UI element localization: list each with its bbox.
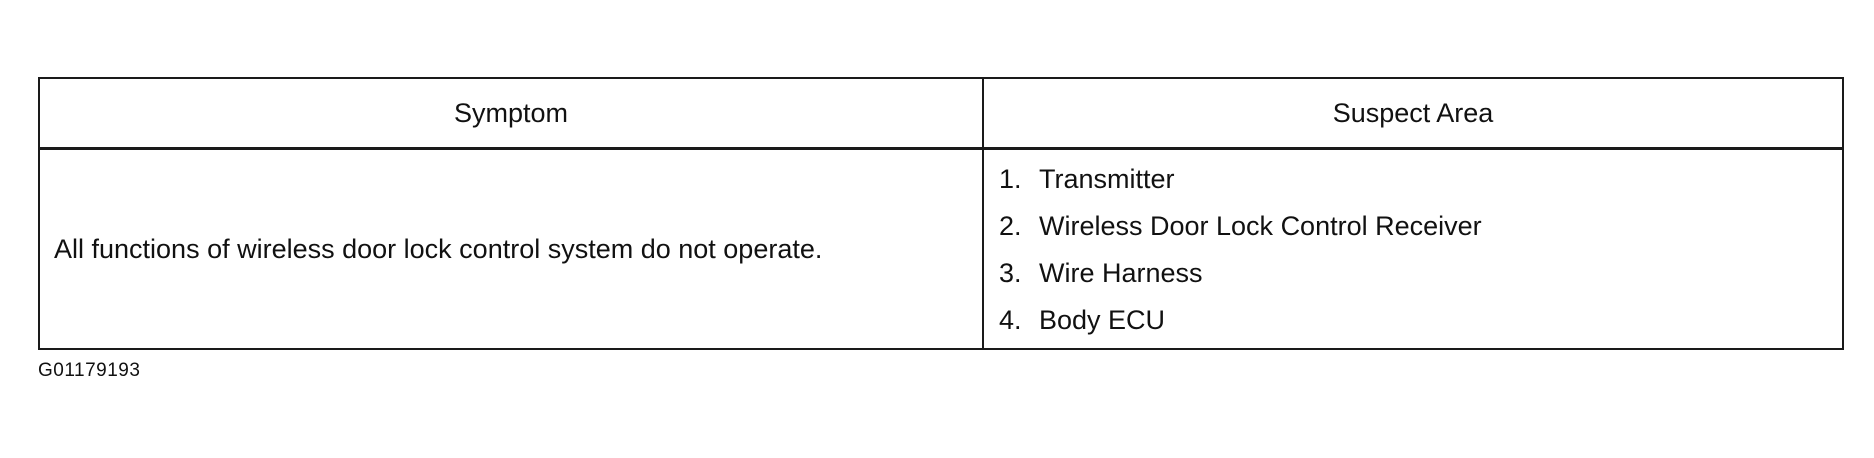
suspect-area-number: 4. bbox=[999, 305, 1022, 335]
symptom-cell: All functions of wireless door lock cont… bbox=[38, 147, 984, 350]
suspect-area-item: 3. Wire Harness bbox=[999, 250, 1842, 297]
suspect-area-number: 1. bbox=[999, 164, 1022, 194]
suspect-area-cell: 1. Transmitter 2. Wireless Door Lock Contr… bbox=[982, 147, 1844, 350]
suspect-area-column-header: Suspect Area bbox=[982, 77, 1844, 150]
suspect-area-label: Body ECU bbox=[1039, 305, 1166, 335]
suspect-area-number: 3. bbox=[999, 258, 1022, 288]
suspect-area-item: 1. Transmitter bbox=[999, 156, 1842, 203]
table-header-row: Symptom Suspect Area bbox=[38, 77, 1844, 150]
suspect-area-label: Transmitter bbox=[1039, 164, 1175, 194]
suspect-area-item: 2. Wireless Door Lock Control Receiver bbox=[999, 203, 1842, 250]
symptom-column-header: Symptom bbox=[38, 77, 984, 150]
suspect-area-label: Wire Harness bbox=[1039, 258, 1203, 288]
suspect-area-number: 2. bbox=[999, 211, 1022, 241]
troubleshooting-table: Symptom Suspect Area All functions of wi… bbox=[38, 77, 1844, 350]
suspect-area-list: 1. Transmitter 2. Wireless Door Lock Contr… bbox=[999, 156, 1842, 344]
table-row: All functions of wireless door lock cont… bbox=[38, 147, 1844, 350]
figure-id: G01179193 bbox=[38, 360, 141, 381]
suspect-area-label: Wireless Door Lock Control Receiver bbox=[1039, 211, 1482, 241]
suspect-area-item: 4. Body ECU bbox=[999, 297, 1842, 344]
